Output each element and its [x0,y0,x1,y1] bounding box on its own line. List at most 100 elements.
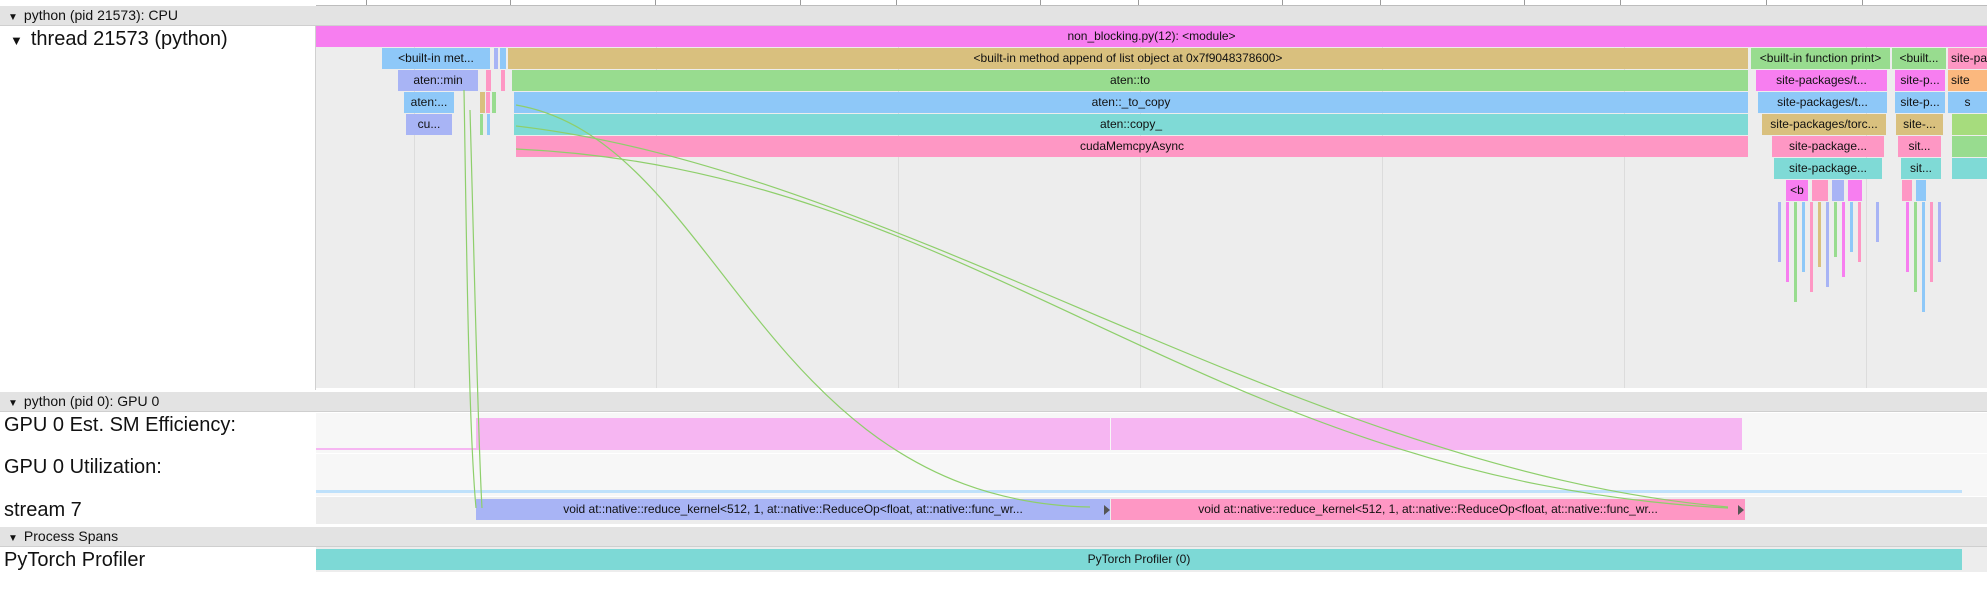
reduce-kernel-slice[interactable]: void at::native::reduce_kernel<512, 1, a… [476,499,1110,520]
builtin-method-slice[interactable]: <built-in met... [382,48,490,69]
small-slice[interactable] [486,70,491,91]
stream-track[interactable]: void at::native::reduce_kernel<512, 1, a… [316,497,1987,524]
small-slice[interactable] [1916,180,1926,201]
small-slice[interactable] [1930,202,1933,282]
gpu-section-header[interactable]: ▼ python (pid 0): GPU 0 [0,392,1987,412]
collapse-chevron-icon[interactable]: ▼ [8,398,18,409]
reduce-kernel-slice[interactable]: void at::native::reduce_kernel<512, 1, a… [1111,499,1745,520]
cuda-memcpy-slice[interactable]: cudaMemcpyAsync [516,136,1748,157]
small-slice[interactable] [1858,202,1861,262]
small-slice[interactable] [1922,202,1925,312]
ruler-tick [896,0,897,5]
sm-efficiency-bar[interactable] [476,418,1110,450]
small-slice[interactable] [1952,158,1987,179]
small-slice[interactable] [501,70,505,91]
sit-slice[interactable]: sit... [1898,136,1941,157]
small-slice[interactable] [1902,180,1912,201]
aten-short-slice[interactable]: aten:... [404,92,454,113]
aten-to-slice[interactable]: aten::to [512,70,1748,91]
site-slice[interactable]: s [1948,92,1987,113]
append-slice[interactable]: <built-in method append of list object a… [508,48,1748,69]
flow-arrow-icon [1104,505,1110,515]
site-slice[interactable]: site [1948,70,1987,91]
cu-short-slice[interactable]: cu... [406,114,452,135]
small-slice[interactable] [1938,202,1941,262]
small-slice[interactable] [1914,202,1917,292]
b-short-slice[interactable]: <b [1786,180,1808,201]
utilization-track[interactable] [316,454,1987,496]
profiler-track[interactable]: PyTorch Profiler (0) [316,547,1987,572]
small-slice[interactable] [1842,202,1845,277]
utilization-line [316,490,1962,493]
small-slice[interactable] [1876,202,1879,242]
process-spans-title: Process Spans [23,528,119,544]
site-packages-slice[interactable]: site-p... [1895,70,1945,91]
small-slice[interactable] [1952,114,1987,135]
profiler-span[interactable]: PyTorch Profiler (0) [316,549,1962,570]
small-slice[interactable] [1826,202,1829,287]
utilization-label: GPU 0 Utilization: [4,456,162,478]
ruler-tick [1282,0,1283,5]
small-slice[interactable] [1794,202,1797,302]
site-packages-slice[interactable]: site-p... [1895,92,1945,113]
cpu-section-title: python (pid 21573): CPU [23,7,178,23]
small-slice[interactable] [486,92,490,113]
small-slice[interactable] [1786,202,1789,282]
small-slice[interactable] [1848,180,1862,201]
small-slice[interactable] [1812,180,1828,201]
sm-efficiency-track[interactable] [316,413,1987,453]
collapse-chevron-icon[interactable]: ▼ [10,33,23,48]
site-package-slice[interactable]: site-package... [1772,136,1884,157]
small-slice[interactable] [487,114,490,135]
stream-label: stream 7 [4,499,82,521]
site-packages-slice[interactable]: site-packages/t... [1756,70,1887,91]
thread-flame-panel[interactable]: non_blocking.py(12): <module> <built-in … [316,26,1987,388]
site-slice[interactable]: site-... [1896,114,1943,135]
site-packages-torch-slice[interactable]: site-packages/torc... [1762,114,1886,135]
sit-slice[interactable]: sit... [1901,158,1941,179]
time-ruler[interactable] [316,0,1987,6]
small-slice[interactable] [1906,202,1909,272]
small-slice[interactable] [1810,202,1813,292]
small-slice[interactable] [1952,136,1987,157]
thread-label-column [0,26,316,390]
aten-to-copy-slice[interactable]: aten::_to_copy [514,92,1748,113]
site-pa-slice[interactable]: site-pa [1948,48,1987,69]
gpu-section-title: python (pid 0): GPU 0 [23,393,160,409]
ruler-tick [800,0,801,5]
site-packages-slice[interactable]: site-packages/t... [1758,92,1887,113]
builtin-short-slice[interactable]: <built... [1892,48,1946,69]
small-slice[interactable] [1850,202,1853,252]
ruler-tick [1524,0,1525,5]
ruler-tick [1862,0,1863,5]
ruler-tick [1040,0,1041,5]
builtin-print-slice[interactable]: <built-in function print> [1751,48,1890,69]
ruler-tick [1380,0,1381,5]
small-slice[interactable] [1832,180,1844,201]
aten-copy-slice[interactable]: aten::copy_ [514,114,1748,135]
small-slice[interactable] [500,48,506,69]
collapse-chevron-icon[interactable]: ▼ [8,12,18,23]
small-slice[interactable] [494,48,498,69]
small-slice[interactable] [480,92,485,113]
site-package-slice[interactable]: site-package... [1774,158,1882,179]
small-slice[interactable] [480,114,483,135]
module-slice[interactable]: non_blocking.py(12): <module> [316,26,1987,47]
aten-min-slice[interactable]: aten::min [398,70,478,91]
small-slice[interactable] [1818,202,1821,267]
ruler-tick [1138,0,1139,5]
small-slice[interactable] [1802,202,1805,272]
flow-arrow-icon [1738,505,1744,515]
ruler-tick [1766,0,1767,5]
sm-efficiency-bar[interactable] [1111,418,1742,450]
collapse-chevron-icon[interactable]: ▼ [8,533,18,544]
process-spans-header[interactable]: ▼ Process Spans [0,527,1987,547]
cpu-section-header[interactable]: ▼ python (pid 21573): CPU [0,6,1987,26]
small-slice[interactable] [1778,202,1781,262]
thread-name: thread 21573 (python) [30,28,228,50]
small-slice[interactable] [1834,202,1837,257]
ruler-tick [655,0,656,5]
small-slice[interactable] [492,92,496,113]
sm-efficiency-label: GPU 0 Est. SM Efficiency: [4,414,236,436]
thread-row-label[interactable]: ▼ thread 21573 (python) [4,28,228,51]
